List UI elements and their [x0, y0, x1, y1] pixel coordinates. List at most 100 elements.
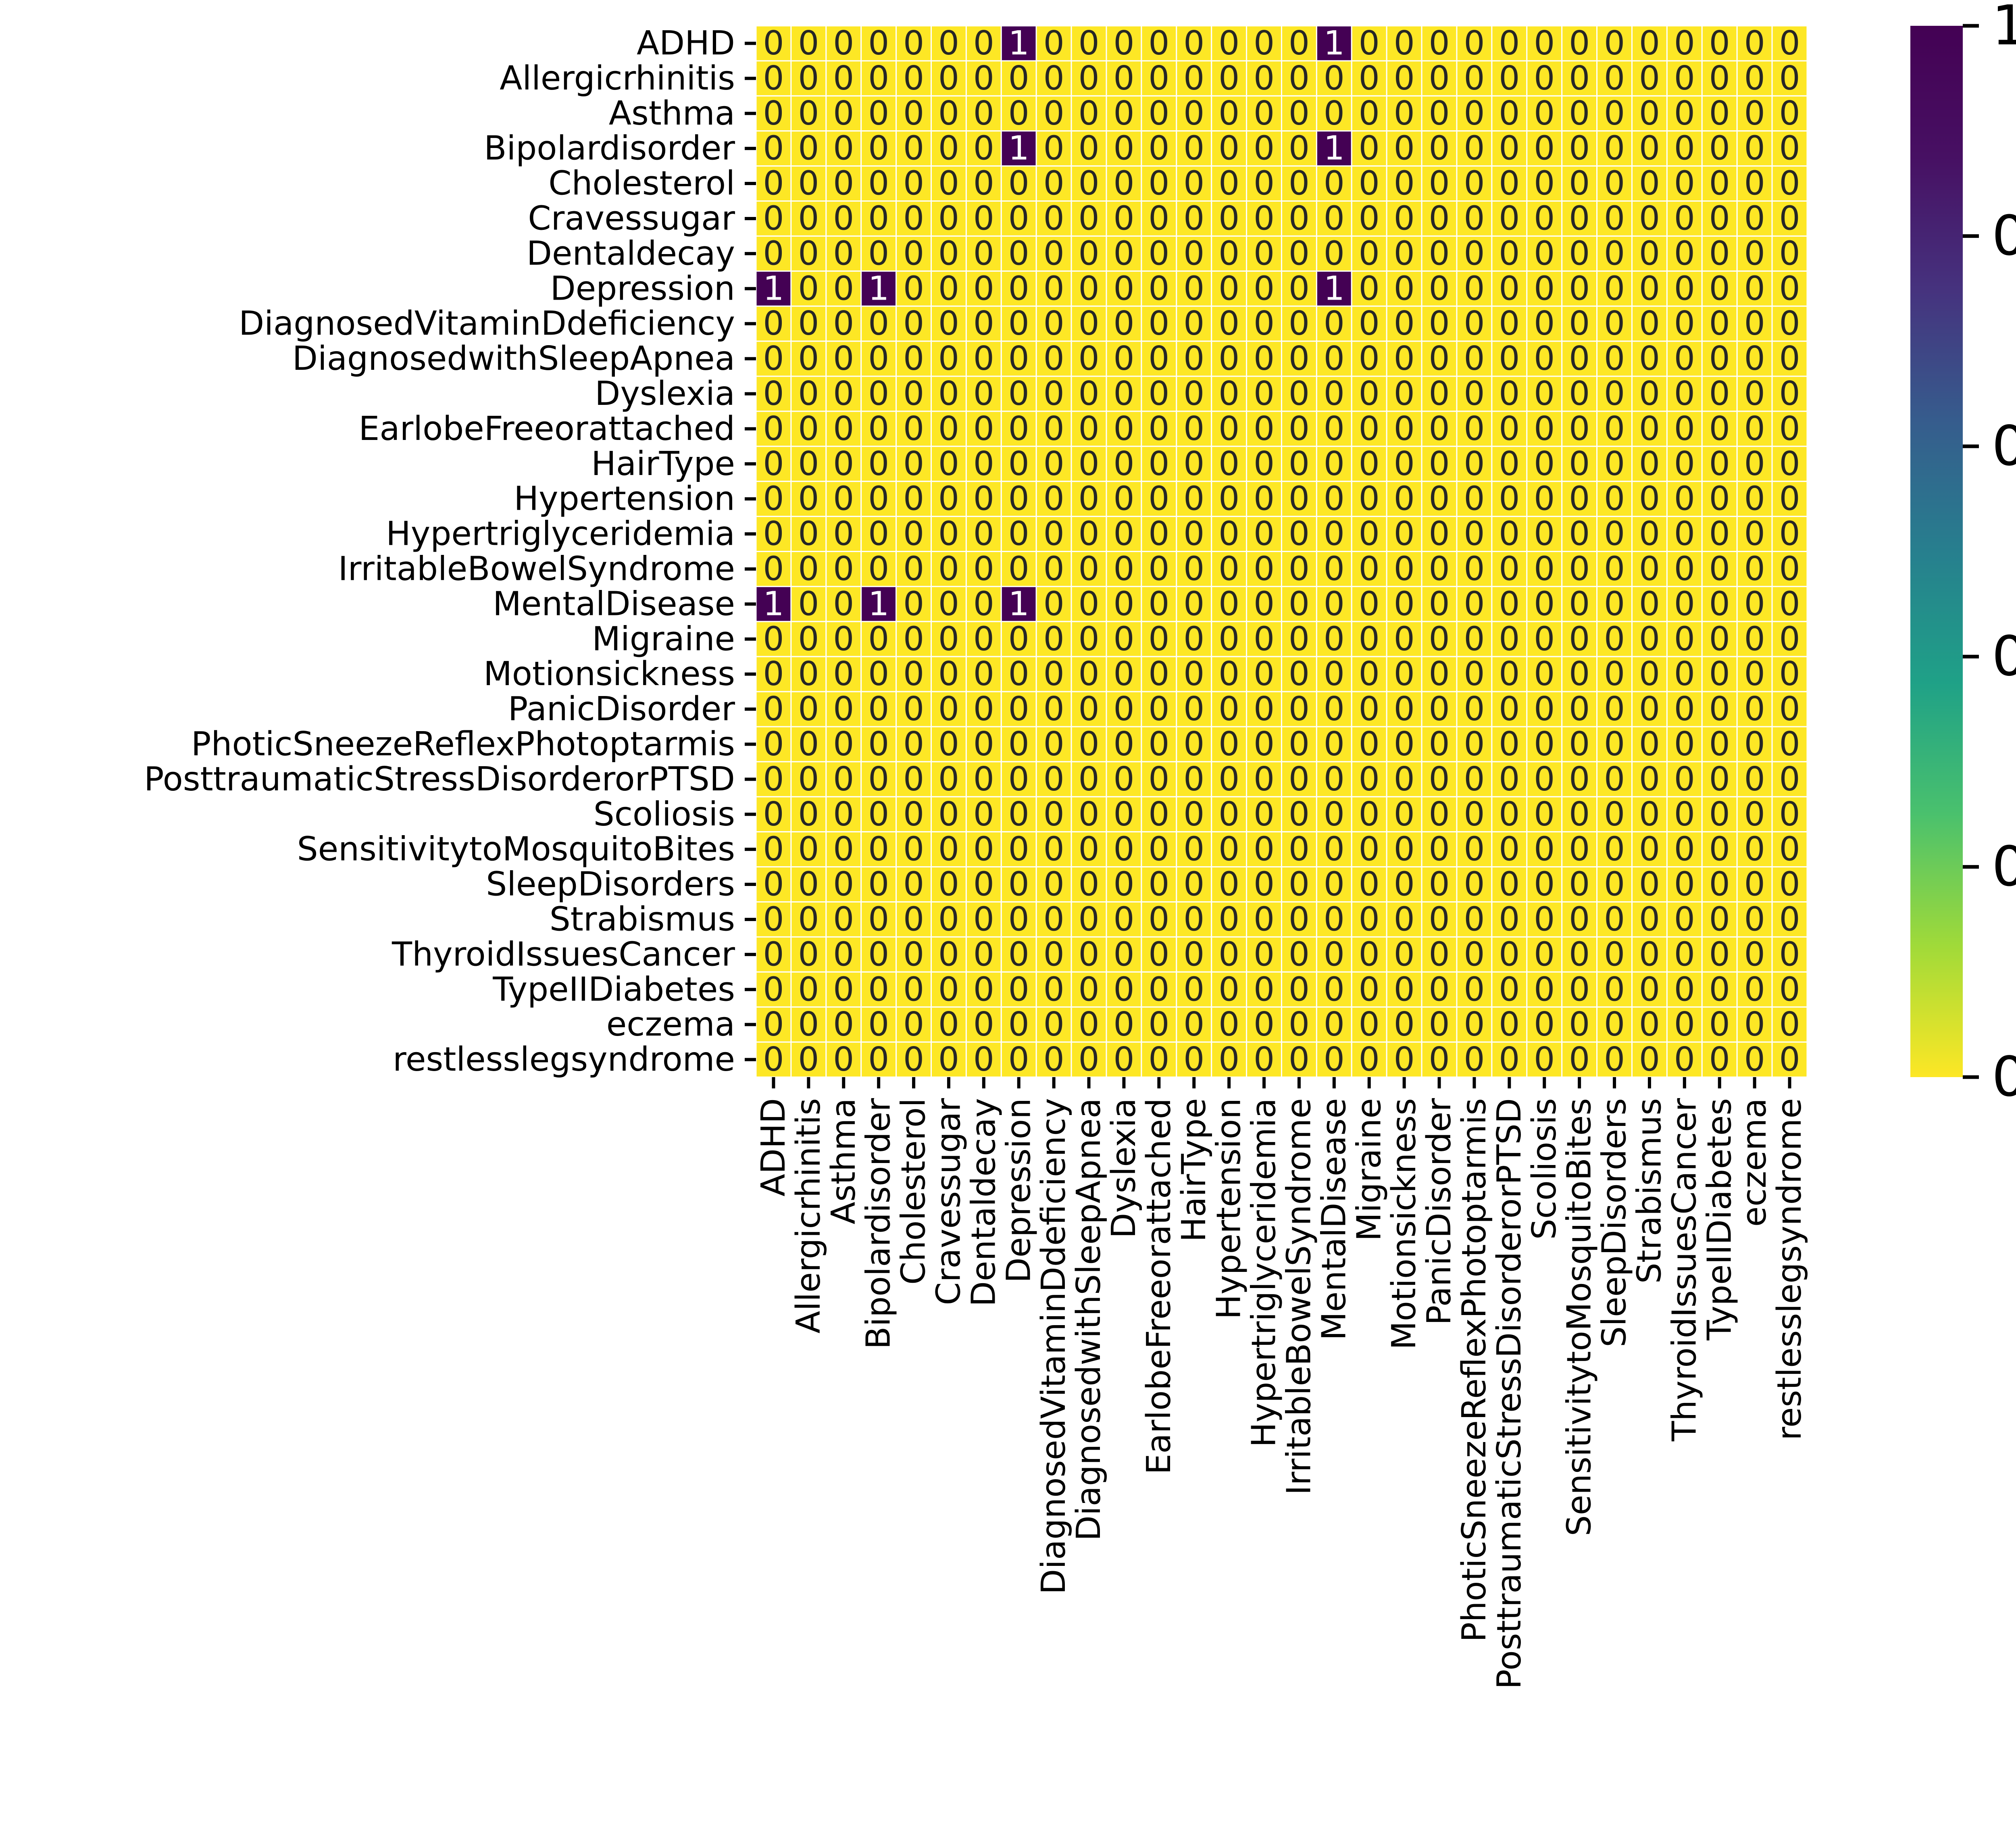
cell-value-label: 0 [1254, 445, 1275, 483]
cell-value-label: 0 [1078, 795, 1099, 834]
cell-value-label: 0 [1709, 1040, 1730, 1079]
heatmap-cell [1141, 25, 1177, 62]
cell-value-label: 0 [1113, 935, 1134, 973]
heatmap-cell [931, 95, 967, 132]
cell-value-label: 0 [1359, 830, 1380, 869]
cell-value-label: 0 [1709, 725, 1730, 763]
cell-value-label: 0 [1008, 165, 1029, 203]
heatmap-cell [1736, 551, 1773, 587]
cell-value-label: 0 [1744, 550, 1765, 588]
cell-value-label: 0 [1744, 725, 1765, 763]
cell-value-label: 0 [833, 515, 854, 553]
cell-value-label: 0 [1078, 94, 1099, 133]
cell-value-label: 0 [1429, 655, 1450, 693]
cell-value-label: 0 [1464, 129, 1485, 168]
heatmap-cell [1351, 305, 1387, 342]
cell-value-label: 0 [1639, 480, 1660, 518]
cell-value-label: 0 [938, 515, 959, 553]
cell-value-label: 0 [1113, 24, 1134, 63]
column-label: Bipolardisorder [860, 1098, 898, 1349]
heatmap-cell [1176, 516, 1212, 552]
cell-value-label: 0 [973, 690, 994, 728]
cell-value-label: 0 [1394, 935, 1415, 973]
cell-value-label: 0 [868, 199, 889, 238]
heatmap-cell [1246, 95, 1283, 132]
cell-value-label: 0 [1183, 1040, 1204, 1079]
row-label: restlesslegsyndrome [393, 1040, 735, 1079]
cell-value-label: 0 [1148, 304, 1169, 343]
heatmap-cell [1596, 60, 1633, 97]
heatmap-cell [1176, 95, 1212, 132]
heatmap-cell [1176, 235, 1212, 272]
cell-value-label: 0 [1744, 480, 1765, 518]
cell-value-label: 0 [833, 59, 854, 98]
cell-value-label: 0 [1078, 480, 1099, 518]
cell-value-label: 0 [798, 340, 819, 378]
heatmap-cell [1106, 726, 1142, 763]
heatmap-cell [1771, 726, 1808, 763]
cell-value-label: 0 [1008, 234, 1029, 273]
cell-value-label: 0 [1464, 94, 1485, 133]
row-label: Strabismus [550, 900, 735, 938]
cell-value-label: 0 [1674, 165, 1695, 203]
heatmap-cell [965, 95, 1002, 132]
cell-value-label: 0 [1254, 234, 1275, 273]
cell-value-label: 0 [1464, 1040, 1485, 1079]
column-label: Hypertriglyceridemia [1245, 1098, 1283, 1447]
cell-value-label: 0 [1359, 865, 1380, 904]
cell-value-label: 0 [1674, 94, 1695, 133]
cell-value-label: 0 [1113, 340, 1134, 378]
cell-value-label: 0 [903, 445, 924, 483]
cell-value-label: 0 [1534, 234, 1555, 273]
cell-value-label: 0 [1604, 725, 1625, 763]
cell-value-label: 0 [1674, 59, 1695, 98]
cell-value-label: 0 [1639, 304, 1660, 343]
column-label: Migraine [1350, 1098, 1388, 1241]
heatmap-cell [1211, 340, 1248, 377]
heatmap-cell [1035, 305, 1072, 342]
heatmap-cell [1316, 551, 1352, 587]
heatmap-cell [755, 130, 792, 167]
cell-value-label: 0 [1359, 760, 1380, 798]
cell-value-label: 0 [1569, 795, 1590, 834]
cell-value-label: 0 [763, 1040, 784, 1079]
cell-value-label: 0 [1464, 515, 1485, 553]
cell-value-label: 0 [1183, 655, 1204, 693]
cell-value-label: 0 [763, 199, 784, 238]
cell-value-label: 0 [1359, 620, 1380, 658]
heatmap-cell [1351, 200, 1387, 237]
cell-value-label: 0 [798, 165, 819, 203]
heatmap-cell [1316, 481, 1352, 517]
cell-value-label: 0 [1429, 795, 1450, 834]
heatmap-cell [896, 411, 932, 447]
cell-value-label: 0 [1499, 410, 1520, 448]
cell-value-label: 0 [1604, 550, 1625, 588]
heatmap-cell [1666, 586, 1703, 622]
cell-value-label: 0 [798, 375, 819, 413]
cell-value-label: 0 [1534, 935, 1555, 973]
heatmap-cell [825, 411, 862, 447]
cell-value-label: 0 [1534, 690, 1555, 728]
cell-value-label: 1 [1324, 269, 1345, 308]
cell-value-label: 0 [973, 935, 994, 973]
cell-value-label: 0 [1499, 129, 1520, 168]
cell-value-label: 0 [1148, 199, 1169, 238]
cell-value-label: 0 [1359, 935, 1380, 973]
cell-value-label: 0 [1779, 165, 1800, 203]
cell-value-label: 0 [1008, 830, 1029, 869]
cell-value-label: 0 [903, 620, 924, 658]
column-label: Dentaldecay [964, 1098, 1003, 1307]
heatmap-cell [965, 516, 1002, 552]
cell-value-label: 0 [973, 585, 994, 623]
cell-value-label: 0 [1008, 375, 1029, 413]
cell-value-label: 0 [1464, 655, 1485, 693]
cell-value-label: 0 [1429, 725, 1450, 763]
cell-value-label: 0 [1148, 24, 1169, 63]
cell-value-label: 0 [798, 725, 819, 763]
cell-value-label: 0 [1499, 760, 1520, 798]
cell-value-label: 0 [1078, 620, 1099, 658]
heatmap-cell [1281, 375, 1317, 412]
cell-value-label: 0 [1639, 935, 1660, 973]
cell-value-label: 0 [1744, 970, 1765, 1009]
heatmap-cell [1631, 586, 1668, 622]
